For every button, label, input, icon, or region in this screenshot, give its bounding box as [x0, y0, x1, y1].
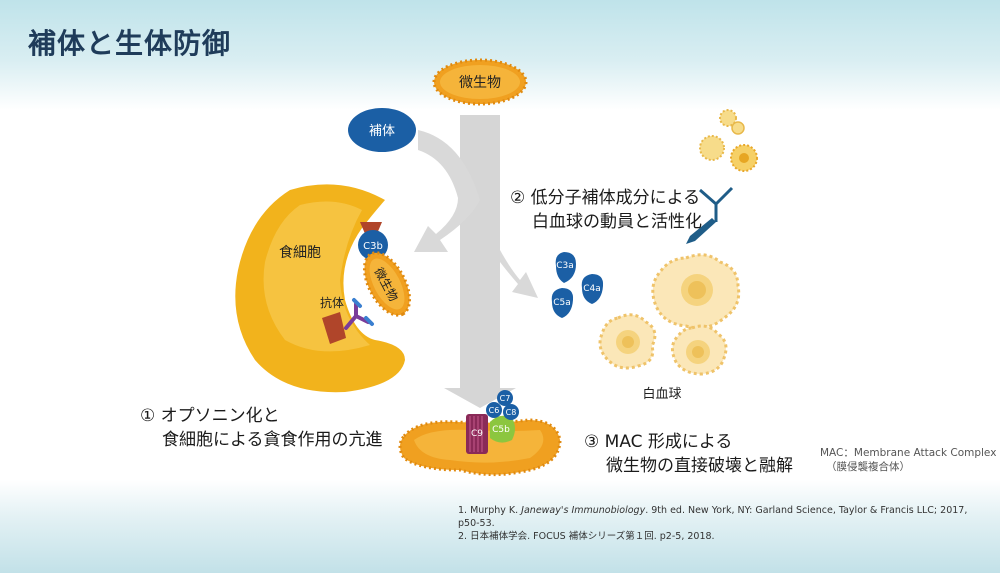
- complement: 補体: [348, 108, 416, 152]
- mac-complex: C9 C5b C6 C7 C8: [466, 390, 519, 454]
- receptor-bottom: [322, 312, 346, 344]
- step-number: ②: [510, 188, 526, 208]
- footer-background: [0, 480, 1000, 573]
- mac-note: MAC：Membrane Attack Complex （膜侵襲複合体）: [820, 446, 996, 474]
- step-line2: 白血球の動員と活性化: [532, 212, 702, 232]
- c3b-label: C3b: [363, 241, 383, 252]
- c9-label: C9: [471, 429, 483, 439]
- references: 1. Murphy K. Janeway's Immunobiology. 9t…: [458, 504, 978, 543]
- step-number: ①: [140, 406, 156, 426]
- microbe-top-label: 微生物: [459, 75, 501, 91]
- step-opsonization: ① オプソニン化と 食細胞による貪食作用の亢進: [140, 404, 383, 452]
- step-leukocyte: ② 低分子補体成分による 白血球の動員と活性化: [510, 186, 702, 234]
- leukocytes: 白血球: [598, 253, 741, 402]
- c5a-label: C5a: [553, 298, 571, 308]
- microbe-fragments: [699, 109, 758, 172]
- mac-note-line1: MAC：Membrane Attack Complex: [820, 447, 997, 459]
- c3b: C3b: [358, 230, 388, 260]
- flow-arrows: [414, 115, 538, 408]
- opsonization-arrow: [414, 130, 480, 252]
- step-number: ③: [584, 432, 600, 452]
- antibody-label: 抗体: [320, 295, 344, 310]
- leukocyte-arrow: [500, 250, 538, 298]
- complement-label: 補体: [369, 124, 395, 139]
- c6-label: C6: [489, 406, 500, 415]
- microbe-small: 微生物: [362, 251, 412, 317]
- step-line1: MAC 形成による: [604, 432, 733, 452]
- page-title: 補体と生体防御: [28, 27, 232, 60]
- anaphylatoxins: C3a C4a C5a: [551, 252, 604, 318]
- c8-label: C8: [506, 408, 517, 417]
- leukocyte-receptor: [686, 186, 734, 244]
- step-line1: 低分子補体成分による: [530, 188, 701, 208]
- antibody: 抗体: [320, 295, 374, 330]
- reference-1: 1. Murphy K. Janeway's Immunobiology. 9t…: [458, 505, 968, 529]
- step-line2: 微生物の直接破壊と融解: [606, 456, 793, 476]
- step-line1: オプソニン化と: [160, 406, 280, 426]
- phagocyte: 食細胞: [235, 184, 405, 393]
- c4a-label: C4a: [583, 284, 601, 294]
- c3a-label: C3a: [556, 261, 574, 271]
- c5b-label: C5b: [492, 425, 510, 435]
- reference-2: 2. 日本補体学会. FOCUS 補体シリーズ第１回. p2-5, 2018.: [458, 531, 715, 542]
- phagocyte-label: 食細胞: [279, 244, 321, 261]
- mac-note-line2: （膜侵襲複合体）: [826, 461, 910, 473]
- step-line2: 食細胞による貪食作用の亢進: [162, 430, 383, 450]
- step-mac: ③ MAC 形成による 微生物の直接破壊と融解: [584, 430, 793, 478]
- microbe-top: 微生物: [432, 58, 528, 106]
- c7-label: C7: [500, 394, 511, 403]
- leukocyte-label: 白血球: [642, 386, 681, 402]
